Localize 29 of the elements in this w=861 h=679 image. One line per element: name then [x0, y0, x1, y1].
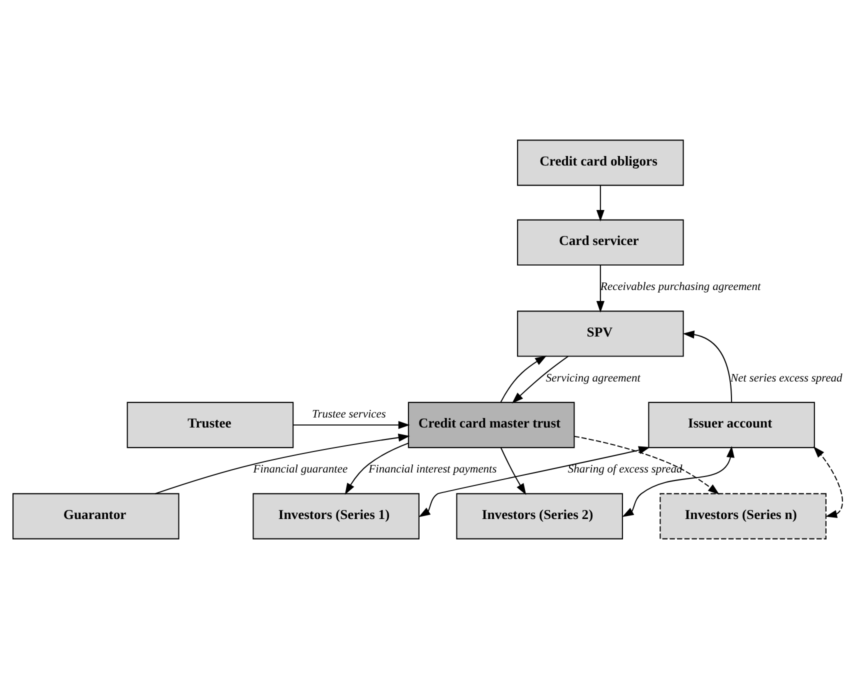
node-box: Investors (Series 1)	[252, 493, 420, 540]
edge-label: Net series excess spread	[730, 372, 842, 384]
edge-label: Servicing agreement	[546, 372, 640, 384]
arrow	[418, 446, 650, 518]
edge-label: Financial interest payments	[368, 464, 497, 476]
node-box: Card servicer	[517, 219, 684, 266]
arrow	[154, 434, 410, 494]
node-box: Credit card master trust	[408, 402, 575, 448]
arrow	[622, 446, 734, 518]
arrow	[813, 446, 843, 518]
node-box: Investors (Series n)	[660, 493, 826, 540]
node-box: Trustee	[126, 402, 294, 448]
arrow	[344, 442, 408, 495]
edge-label: Trustee services	[312, 408, 386, 420]
arrow	[293, 420, 410, 430]
edge-label: Sharing of excess spread	[568, 464, 682, 476]
node-box: Guarantor	[12, 493, 180, 540]
arrow	[500, 356, 547, 402]
node-box: Credit card obligors	[517, 140, 684, 186]
arrow	[596, 185, 604, 222]
arrow	[500, 447, 526, 495]
arrow	[512, 356, 568, 404]
arrow	[574, 436, 720, 495]
edge-label: Financial guarantee	[253, 464, 348, 476]
arrow	[596, 265, 604, 313]
node-box: Investors (Series 2)	[456, 493, 623, 540]
arrow	[682, 330, 732, 402]
node-box: Issuer account	[648, 402, 815, 448]
node-box: SPV	[517, 310, 684, 357]
